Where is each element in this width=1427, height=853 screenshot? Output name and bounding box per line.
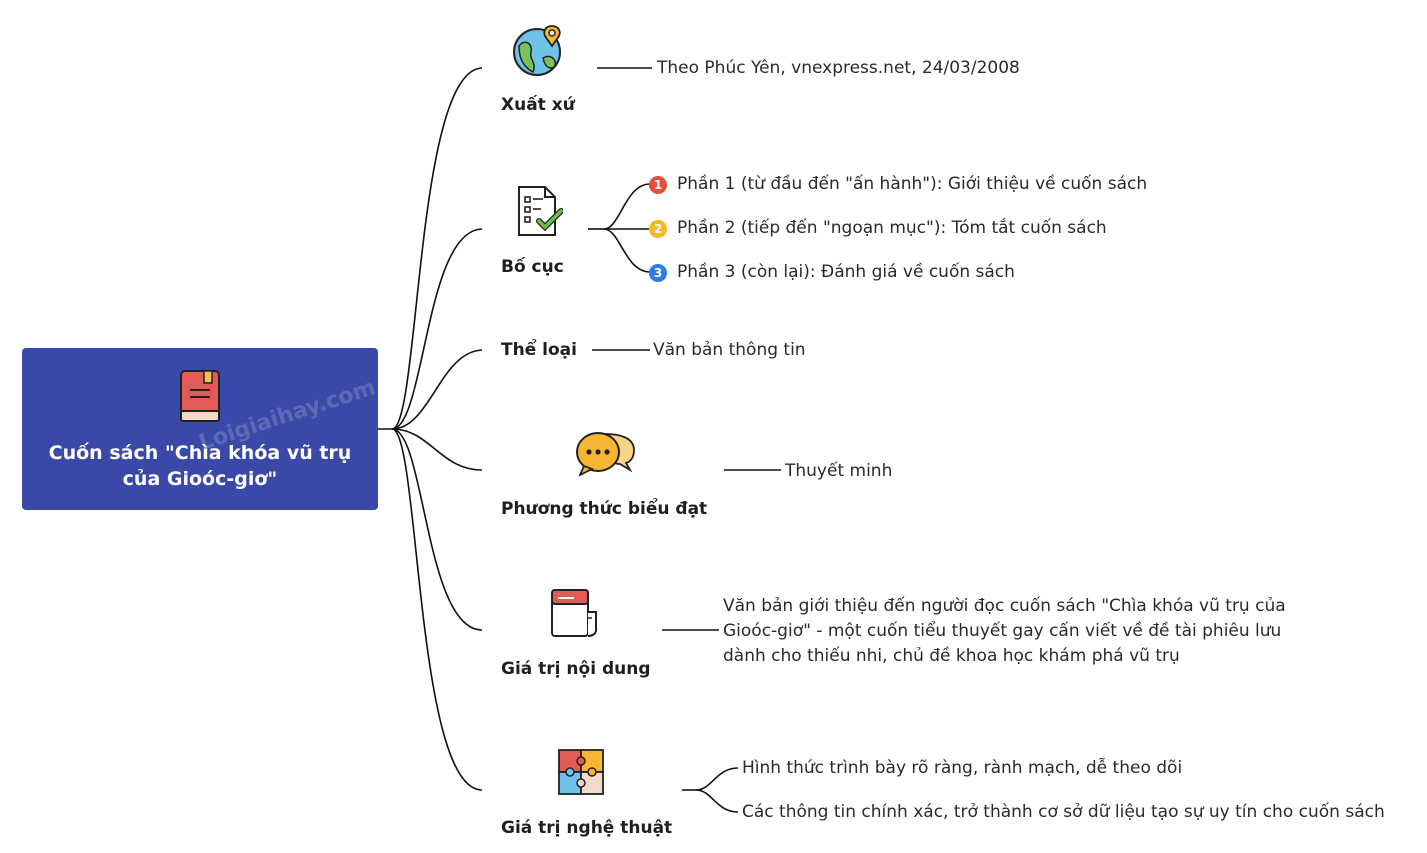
leaf-xuat-xu: Theo Phúc Yên, vnexpress.net, 24/03/2008: [657, 58, 1020, 78]
branch-label-bo-cuc: Bố cục: [501, 257, 564, 277]
chat-bubbles-icon: [576, 432, 635, 476]
central-title-line1: Cuốn sách "Chìa khóa vũ trụ: [48, 442, 352, 464]
number-badge-2: 2: [649, 220, 667, 238]
branch-label-phuong-thuc: Phương thức biểu đạt: [501, 499, 708, 519]
branch-label-the-loai: Thể loại: [501, 340, 577, 360]
leaf-bo-cuc-3: Phần 3 (còn lại): Đánh giá về cuốn sách: [677, 262, 1015, 282]
leaf-noi-dung-line1: Văn bản giới thiệu đến người đọc cuốn sá…: [723, 596, 1286, 616]
leaf-phuong-thuc: Thuyết minh: [785, 461, 893, 481]
leaf-bo-cuc-2: Phần 2 (tiếp đến "ngoạn mục"): Tóm tắt c…: [677, 218, 1107, 238]
number-badge-3: 3: [649, 264, 667, 282]
leaf-bo-cuc-1: Phần 1 (từ đầu đến "ấn hành"): Giới thiệ…: [677, 174, 1148, 194]
branch-label-nghe-thuat: Giá trị nghệ thuật: [501, 818, 673, 838]
number-badge-1: 1: [649, 176, 667, 194]
checklist-icon: [518, 186, 563, 236]
leaf-noi-dung-line2: Gioóc-giơ" - một cuốn tiểu thuyết gay cấ…: [723, 621, 1282, 641]
puzzle-icon: [558, 749, 604, 795]
leaf-nghe-thuat-1: Hình thức trình bày rõ ràng, rành mạch, …: [742, 758, 1183, 778]
notebook-icon: [551, 589, 597, 637]
branch-label-xuat-xu: Xuất xứ: [501, 95, 575, 115]
leaf-noi-dung-line3: dành cho thiếu nhi, chủ đề khoa học khám…: [723, 646, 1180, 666]
globe-location-icon: [513, 25, 561, 76]
branch-label-noi-dung: Giá trị nội dung: [501, 659, 651, 679]
central-topic: Cuốn sách "Chìa khóa vũ trụ của Gioóc-gi…: [22, 348, 378, 510]
red-book-icon: [180, 370, 220, 422]
central-title-line2: của Gioóc-giơ": [122, 468, 278, 490]
central-title: Cuốn sách "Chìa khóa vũ trụ của Gioóc-gi…: [22, 440, 378, 492]
leaf-the-loai: Văn bản thông tin: [653, 340, 806, 360]
leaf-nghe-thuat-2: Các thông tin chính xác, trở thành cơ sở…: [742, 802, 1385, 822]
leaf-noi-dung: Văn bản giới thiệu đến người đọc cuốn sá…: [723, 594, 1323, 669]
